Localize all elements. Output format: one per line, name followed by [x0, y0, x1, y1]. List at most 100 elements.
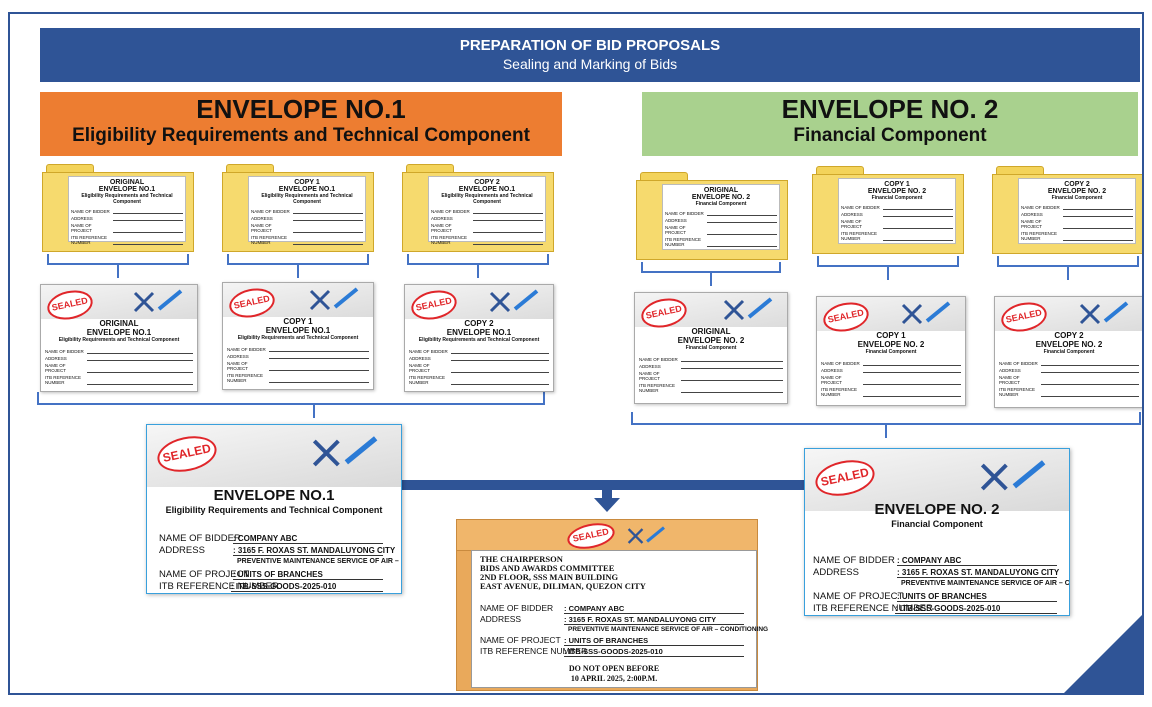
field-label: NAME OF BIDDER	[821, 361, 860, 366]
folder-title: COPY 2	[474, 179, 500, 186]
field-label: ITB REFERENCE NUMBER	[1021, 231, 1058, 241]
field-label: NAME OF BIDDER	[71, 209, 110, 214]
folder-copy2-env1: COPY 2 ENVELOPE NO.1 Eligibility Require…	[402, 164, 554, 252]
envelope1-header: ENVELOPE NO.1 Eligibility Requirements a…	[40, 92, 562, 156]
field-label: NAME OF PROJECT	[841, 219, 863, 229]
envelope-title: COPY 1	[283, 317, 313, 326]
field-label: NAME OF PROJECT	[665, 225, 687, 235]
field-label: NAME OF BIDDER	[45, 349, 84, 354]
field-label: ADDRESS	[159, 545, 205, 556]
envelope2-subheading: Financial Component	[793, 125, 987, 146]
project-value-line1: PREVENTIVE MAINTENANCE SERVICE OF AIR – …	[901, 580, 1070, 587]
envelope2-header: ENVELOPE NO. 2 Financial Component	[642, 92, 1138, 156]
folder-title: COPY 2	[1064, 181, 1090, 188]
field-label: NAME OF PROJECT	[1021, 219, 1043, 229]
field-label: NAME OF BIDDER	[480, 603, 554, 613]
field-label: ITB REFERENCE NUMBER	[999, 387, 1036, 397]
folder-original-env1: ORIGINAL ENVELOPE NO.1 Eligibility Requi…	[42, 164, 194, 252]
box-addressee: THE CHAIRPERSON BIDS AND AWARDS COMMITTE…	[480, 555, 646, 591]
page-title: PREPARATION OF BID PROPOSALS	[459, 37, 721, 54]
field-label: NAME OF BIDDER	[431, 209, 470, 214]
warning-line2: 10 APRIL 2025, 2:00P.M.	[570, 674, 658, 683]
folder-sub: Financial Component	[1051, 195, 1103, 201]
folder-envelope: ENVELOPE NO. 2	[691, 194, 751, 201]
field-label: NAME OF PROJECT	[821, 375, 843, 385]
folder-envelope: ENVELOPE NO.1	[458, 186, 516, 193]
sealed-envelope-copy1-env1: SEALED COPY 1 ENVELOPE NO.1 Eligibility …	[222, 282, 374, 390]
folder-copy2-env2: COPY 2 ENVELOPE NO. 2 Financial Componen…	[992, 166, 1142, 254]
folder-sub: Financial Component	[871, 195, 923, 201]
address-value: : 3165 F. ROXAS ST. MANDALUYONG CITY	[897, 568, 1060, 578]
itb-value: : ITB-SSS-GOODS-2025-010	[231, 582, 383, 592]
field-label: NAME OF PROJECT	[639, 371, 661, 381]
field-label: ADDRESS	[813, 567, 859, 578]
field-label: NAME OF BIDDER	[409, 349, 448, 354]
signature-icon	[901, 301, 951, 325]
signature-icon	[312, 436, 378, 467]
envelope2-heading: ENVELOPE NO. 2	[781, 94, 999, 124]
field-label: NAME OF BIDDER	[841, 205, 880, 210]
envelope-title: COPY 2	[464, 319, 494, 328]
bidder-value: : COMPANY ABC	[897, 556, 1057, 566]
field-label: ADDRESS	[639, 364, 661, 369]
corner-decoration	[1064, 615, 1142, 693]
envelope-sub: Eligibility Requirements and Technical C…	[237, 335, 359, 341]
big-envelope-title: ENVELOPE NO. 2	[874, 501, 1000, 518]
signature-icon	[627, 526, 665, 544]
folder-envelope: ENVELOPE NO.1	[98, 186, 156, 193]
itb-value: : ITB-SSS-GOODS-2025-010	[564, 647, 744, 657]
folder-copy1-env2: COPY 1 ENVELOPE NO. 2 Financial Componen…	[812, 166, 964, 254]
envelope-number: ENVELOPE NO.1	[265, 326, 331, 335]
field-label: ADDRESS	[71, 216, 93, 221]
envelope-number: ENVELOPE NO. 2	[1035, 340, 1103, 349]
sealed-envelope-original-env1: SEALED ORIGINAL ENVELOPE NO.1 Eligibilit…	[40, 284, 198, 392]
field-label: NAME OF BIDDER	[1021, 205, 1060, 210]
field-label: NAME OF BIDDER	[665, 211, 704, 216]
field-label: NAME OF PROJECT	[999, 375, 1021, 385]
field-label: ADDRESS	[999, 368, 1021, 373]
field-label: NAME OF PROJECT	[251, 223, 273, 233]
field-label: NAME OF BIDDER	[159, 533, 241, 544]
field-label: NAME OF PROJECT	[159, 569, 250, 580]
field-label: ADDRESS	[431, 216, 453, 221]
sealed-envelope-copy1-env2: SEALED COPY 1 ENVELOPE NO. 2 Financial C…	[816, 296, 966, 406]
signature-icon	[309, 287, 359, 311]
page-subtitle: Sealing and Marking of Bids	[502, 56, 678, 72]
addressee-line3: 2ND FLOOR, SSS MAIN BUILDING	[480, 572, 619, 582]
sealed-envelope-copy2-env2: SEALED COPY 2 ENVELOPE NO. 2 Financial C…	[994, 296, 1142, 408]
folder-sub: Financial Component	[695, 201, 747, 207]
slide: PREPARATION OF BID PROPOSALS Sealing and…	[8, 12, 1144, 695]
field-label: ITB REFERENCE NUMBER	[409, 375, 446, 385]
big-envelope-sub: Financial Component	[891, 519, 983, 529]
field-label: ADDRESS	[45, 356, 67, 361]
envelope-title: ORIGINAL	[99, 319, 139, 328]
project-value-line2: : UNITS OF BRANCHES	[564, 636, 744, 646]
sealed-envelope-copy2-env1: SEALED COPY 2 ENVELOPE NO.1 Eligibility …	[404, 284, 554, 392]
envelope-sub: Financial Component	[685, 345, 737, 351]
field-label: NAME OF PROJECT	[409, 363, 431, 373]
field-label: ITB REFERENCE NUMBER	[251, 235, 288, 245]
field-label: ADDRESS	[480, 614, 522, 624]
field-label: ITB REFERENCE NUMBER	[159, 581, 279, 592]
field-label: NAME OF PROJECT	[227, 361, 249, 371]
folder-original-env2: ORIGINAL ENVELOPE NO. 2 Financial Compon…	[636, 172, 788, 260]
do-not-open-warning: DO NOT OPEN BEFORE 10 APRIL 2025, 2:00P.…	[472, 664, 756, 684]
field-label: ITB REFERENCE NUMBER	[45, 375, 82, 385]
folder-title: ORIGINAL	[109, 179, 145, 186]
envelope-title: ORIGINAL	[691, 327, 731, 336]
field-label: ITB REFERENCE NUMBER	[431, 235, 468, 245]
warning-line1: DO NOT OPEN BEFORE	[568, 664, 660, 673]
field-label: ADDRESS	[841, 212, 863, 217]
signature-icon	[133, 289, 183, 313]
folder-sub: Eligibility Requirements and Technical C…	[81, 193, 173, 205]
envelope-title: COPY 1	[876, 331, 906, 340]
field-label: ITB REFERENCE NUMBER	[821, 387, 858, 397]
project-value-line1: PREVENTIVE MAINTENANCE SERVICE OF AIR – …	[237, 558, 401, 565]
title-bar: PREPARATION OF BID PROPOSALS Sealing and…	[40, 28, 1140, 82]
folder-title: COPY 1	[294, 179, 320, 186]
field-label: ITB REFERENCE NUMBER	[227, 373, 264, 383]
addressee-line1: THE CHAIRPERSON	[480, 554, 563, 564]
project-value-line2: : UNITS OF BRANCHES	[897, 592, 1057, 602]
envelope-title: COPY 2	[1054, 331, 1084, 340]
big-envelope-sub: Eligibility Requirements and Technical C…	[165, 505, 383, 515]
